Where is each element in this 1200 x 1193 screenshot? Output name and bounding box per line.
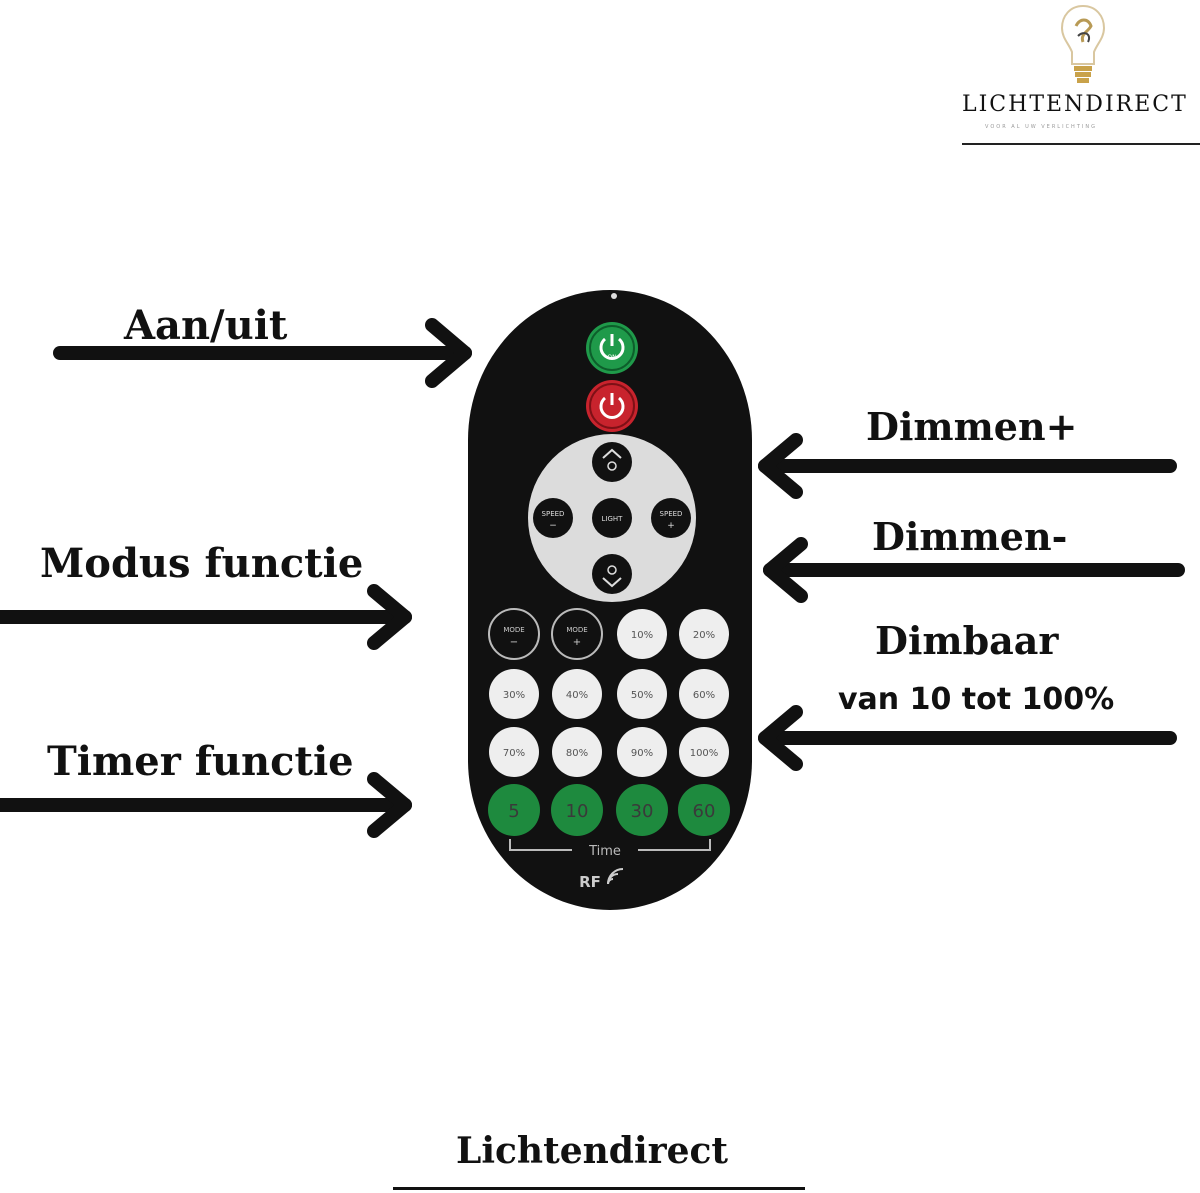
svg-text:−: − <box>510 637 518 648</box>
svg-text:MODE: MODE <box>566 626 587 634</box>
percent-10-button[interactable]: 10% <box>617 609 667 659</box>
timer-10-button[interactable]: 10 <box>551 784 603 836</box>
arrow-timer-icon <box>0 772 412 838</box>
timer-caption: Time <box>588 844 621 859</box>
svg-text:10%: 10% <box>631 630 653 641</box>
power-on-button[interactable]: ON <box>586 322 638 374</box>
arrow-mode-icon <box>0 584 412 650</box>
svg-text:10: 10 <box>566 801 589 822</box>
timer-60-button[interactable]: 60 <box>678 784 730 836</box>
percent-40-button[interactable]: 40% <box>552 669 602 719</box>
percent-50-button[interactable]: 50% <box>617 669 667 719</box>
percent-80-button[interactable]: 80% <box>552 727 602 777</box>
mode-plus-button[interactable]: MODE + <box>551 608 603 660</box>
arrow-power-icon <box>53 318 472 388</box>
brand-name: LICHTENDIRECT <box>962 92 1188 117</box>
svg-text:20%: 20% <box>693 630 715 641</box>
label-dimmable-range: van 10 tot 100% <box>838 682 1115 717</box>
sun-icon <box>607 565 617 575</box>
arrow-dim-up-icon <box>758 433 1177 499</box>
label-dim-down: Dimmen- <box>872 514 1068 559</box>
svg-text:−: − <box>549 521 557 531</box>
power-off-button[interactable] <box>586 380 638 432</box>
footer-underline <box>393 1187 805 1190</box>
remote-control: ON SPEED − LIGHT SPEED + <box>468 290 752 910</box>
svg-text:30%: 30% <box>503 690 525 701</box>
svg-text:LIGHT: LIGHT <box>602 515 624 523</box>
speed-minus-button[interactable]: SPEED − <box>533 498 573 538</box>
svg-text:50%: 50% <box>631 690 653 701</box>
mode-minus-button[interactable]: MODE − <box>488 608 540 660</box>
speed-plus-button[interactable]: SPEED + <box>651 498 691 538</box>
sun-icon <box>607 461 617 471</box>
power-icon <box>599 337 625 360</box>
on-text: ON <box>607 354 616 361</box>
light-button[interactable]: LIGHT <box>592 498 632 538</box>
label-dim-up: Dimmen+ <box>866 404 1078 449</box>
svg-text:MODE: MODE <box>503 626 524 634</box>
svg-text:+: + <box>667 521 675 531</box>
lightbulb-icon <box>1060 4 1106 83</box>
svg-text:100%: 100% <box>690 748 719 759</box>
svg-text:5: 5 <box>508 801 519 822</box>
label-power: Aan/uit <box>124 302 288 349</box>
brand-underline <box>962 143 1200 145</box>
power-icon <box>599 396 625 419</box>
wireless-icon <box>607 868 624 885</box>
direction-pad: SPEED − LIGHT SPEED + <box>528 434 696 602</box>
svg-text:SPEED: SPEED <box>660 510 683 518</box>
percent-70-button[interactable]: 70% <box>489 727 539 777</box>
percent-20-button[interactable]: 20% <box>679 609 729 659</box>
dim-up-button[interactable] <box>592 442 632 482</box>
svg-text:30: 30 <box>631 801 654 822</box>
label-mode: Modus functie <box>40 540 364 587</box>
svg-text:40%: 40% <box>566 690 588 701</box>
brand-tagline: VOOR AL UW VERLICHTING <box>985 124 1097 130</box>
chevron-up-icon <box>602 448 622 459</box>
svg-text:90%: 90% <box>631 748 653 759</box>
svg-text:SPEED: SPEED <box>542 510 565 518</box>
timer-30-button[interactable]: 30 <box>616 784 668 836</box>
timer-bracket: Time <box>509 839 711 859</box>
rf-logo: RF <box>579 868 624 891</box>
percent-30-button[interactable]: 30% <box>489 669 539 719</box>
svg-text:+: + <box>573 637 581 648</box>
percent-60-button[interactable]: 60% <box>679 669 729 719</box>
svg-text:80%: 80% <box>566 748 588 759</box>
label-dimmable: Dimbaar <box>875 618 1059 663</box>
dim-down-button[interactable] <box>592 554 632 594</box>
chevron-down-icon <box>602 577 622 588</box>
rf-text: RF <box>579 873 601 891</box>
arrow-dim-down-icon <box>763 537 1185 603</box>
percent-100-button[interactable]: 100% <box>679 727 729 777</box>
arrow-dimmable-icon <box>758 705 1177 771</box>
indicator-led <box>611 293 617 299</box>
timer-5-button[interactable]: 5 <box>488 784 540 836</box>
percent-90-button[interactable]: 90% <box>617 727 667 777</box>
svg-text:70%: 70% <box>503 748 525 759</box>
footer-brand: Lichtendirect <box>456 1130 729 1172</box>
svg-text:60: 60 <box>693 801 716 822</box>
label-timer: Timer functie <box>47 738 354 785</box>
svg-text:60%: 60% <box>693 690 715 701</box>
